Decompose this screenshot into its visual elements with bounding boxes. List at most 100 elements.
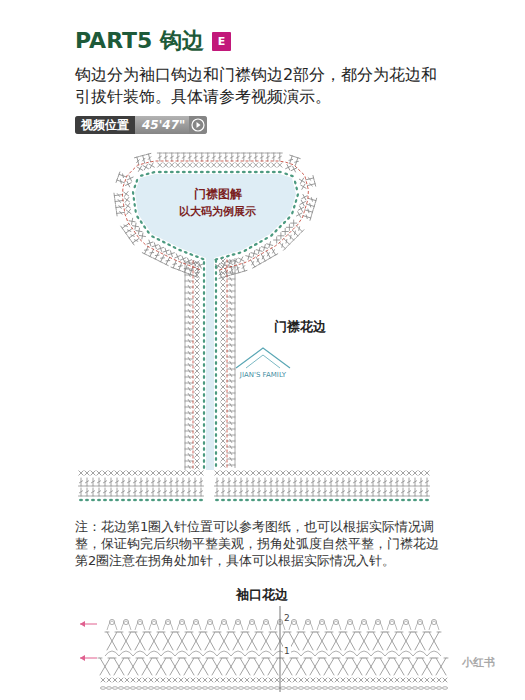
stitch-stroke <box>149 163 154 168</box>
stitch-stroke <box>79 496 84 497</box>
stitch-T <box>311 488 316 496</box>
stitch-stroke <box>163 491 166 493</box>
stitch-stroke <box>425 471 429 475</box>
route-dashed-line <box>122 161 308 270</box>
stitch-stroke <box>359 496 364 497</box>
slip-stitch <box>134 209 137 213</box>
stitch-stroke <box>195 405 199 409</box>
stitch-stroke <box>260 163 264 167</box>
slip-stitch <box>270 233 275 238</box>
stitch-T <box>227 289 235 294</box>
stitch-stroke <box>278 233 284 239</box>
stitch-dot <box>136 215 140 220</box>
slip-stitch <box>215 451 217 455</box>
stitch-stroke <box>389 471 393 475</box>
stitch-x <box>139 233 145 239</box>
stitch-x <box>175 471 179 475</box>
stitch-x <box>278 163 282 167</box>
stitch-T <box>335 488 340 496</box>
stitch-T <box>419 478 424 486</box>
stitch-dot <box>175 499 179 501</box>
stitch-stroke <box>269 481 272 483</box>
slip-stitch <box>139 220 143 225</box>
stitch-stroke <box>125 197 130 202</box>
slip-stitch <box>169 499 173 501</box>
stitch-stroke <box>305 471 309 475</box>
stitch-stroke <box>101 678 105 682</box>
stitch-stroke <box>341 486 346 487</box>
stitch-x <box>136 228 142 234</box>
stitch-dot <box>377 499 381 501</box>
stitch-stroke <box>235 355 236 360</box>
stitch-stroke <box>149 163 154 168</box>
stitch-stroke <box>193 496 198 497</box>
stitch-dot <box>269 499 273 501</box>
stitch-stroke <box>185 369 186 374</box>
stitch-stroke <box>286 165 292 171</box>
stitch-stroke <box>251 260 255 267</box>
stitch-T <box>185 321 193 326</box>
stitch-T <box>116 204 125 210</box>
stitch-stroke <box>188 309 190 312</box>
stitch-T <box>181 153 186 161</box>
stitch-stroke <box>145 471 149 475</box>
slip-stitch <box>203 309 205 313</box>
stitch-dot <box>264 236 269 240</box>
stitch-stroke <box>371 491 374 493</box>
stitch-stroke <box>365 481 368 483</box>
stitch-dot <box>103 499 107 501</box>
stitch-stroke <box>365 486 370 487</box>
stitch-x <box>195 435 199 439</box>
stitch-stroke <box>195 399 199 403</box>
stitch-dot <box>281 499 285 501</box>
stitch-T <box>177 262 185 271</box>
stitch-stroke <box>280 243 286 249</box>
stitch-stroke <box>251 496 256 497</box>
stitch-stroke <box>299 471 303 475</box>
stitch-stroke <box>301 184 306 189</box>
stitch-stroke <box>359 481 362 483</box>
slip-stitch <box>203 357 205 361</box>
slip-stitch <box>164 171 168 173</box>
stitch-stroke <box>221 367 225 371</box>
stitch-stroke <box>299 178 304 183</box>
stitch-x <box>97 471 101 475</box>
slip-stitch <box>215 295 217 299</box>
stitch-dot <box>203 435 205 439</box>
stitch-stroke <box>199 471 203 475</box>
stitch-stroke <box>195 363 199 367</box>
stitch-stroke <box>395 471 399 475</box>
slip-stitch <box>239 499 243 501</box>
stitch-stroke <box>103 481 106 483</box>
stitch-stroke <box>168 251 174 257</box>
stitch-stroke <box>85 496 90 497</box>
stitch-stroke <box>413 491 416 493</box>
stitch-stroke <box>185 459 186 464</box>
stitch-stroke <box>163 486 168 487</box>
stitch-T <box>169 478 174 486</box>
stitch-dot <box>187 499 191 501</box>
stitch-T <box>287 488 292 496</box>
stitch-stroke <box>185 465 186 470</box>
stitch-T <box>317 478 322 486</box>
stitch-stroke <box>235 451 236 456</box>
stitch-x <box>195 417 199 421</box>
stitch-dot <box>195 255 200 259</box>
stitch-stroke <box>188 441 190 444</box>
stitch-dot <box>203 291 205 295</box>
stitch-T <box>185 297 193 302</box>
stitch-stroke <box>79 471 83 475</box>
stitch-stroke <box>347 496 352 497</box>
stitch-stroke <box>185 387 186 392</box>
stitch-dot <box>413 499 417 501</box>
stitch-x <box>126 209 131 214</box>
stitch-stroke <box>125 181 131 187</box>
slip-stitch <box>272 171 276 173</box>
stitch-x <box>195 399 199 403</box>
stitch-x <box>221 463 225 467</box>
stitch-stroke <box>121 491 124 493</box>
stitch-dot <box>215 295 217 299</box>
stitch-stroke <box>195 345 199 349</box>
slip-stitch <box>389 499 393 501</box>
stitch-dot <box>203 363 205 367</box>
